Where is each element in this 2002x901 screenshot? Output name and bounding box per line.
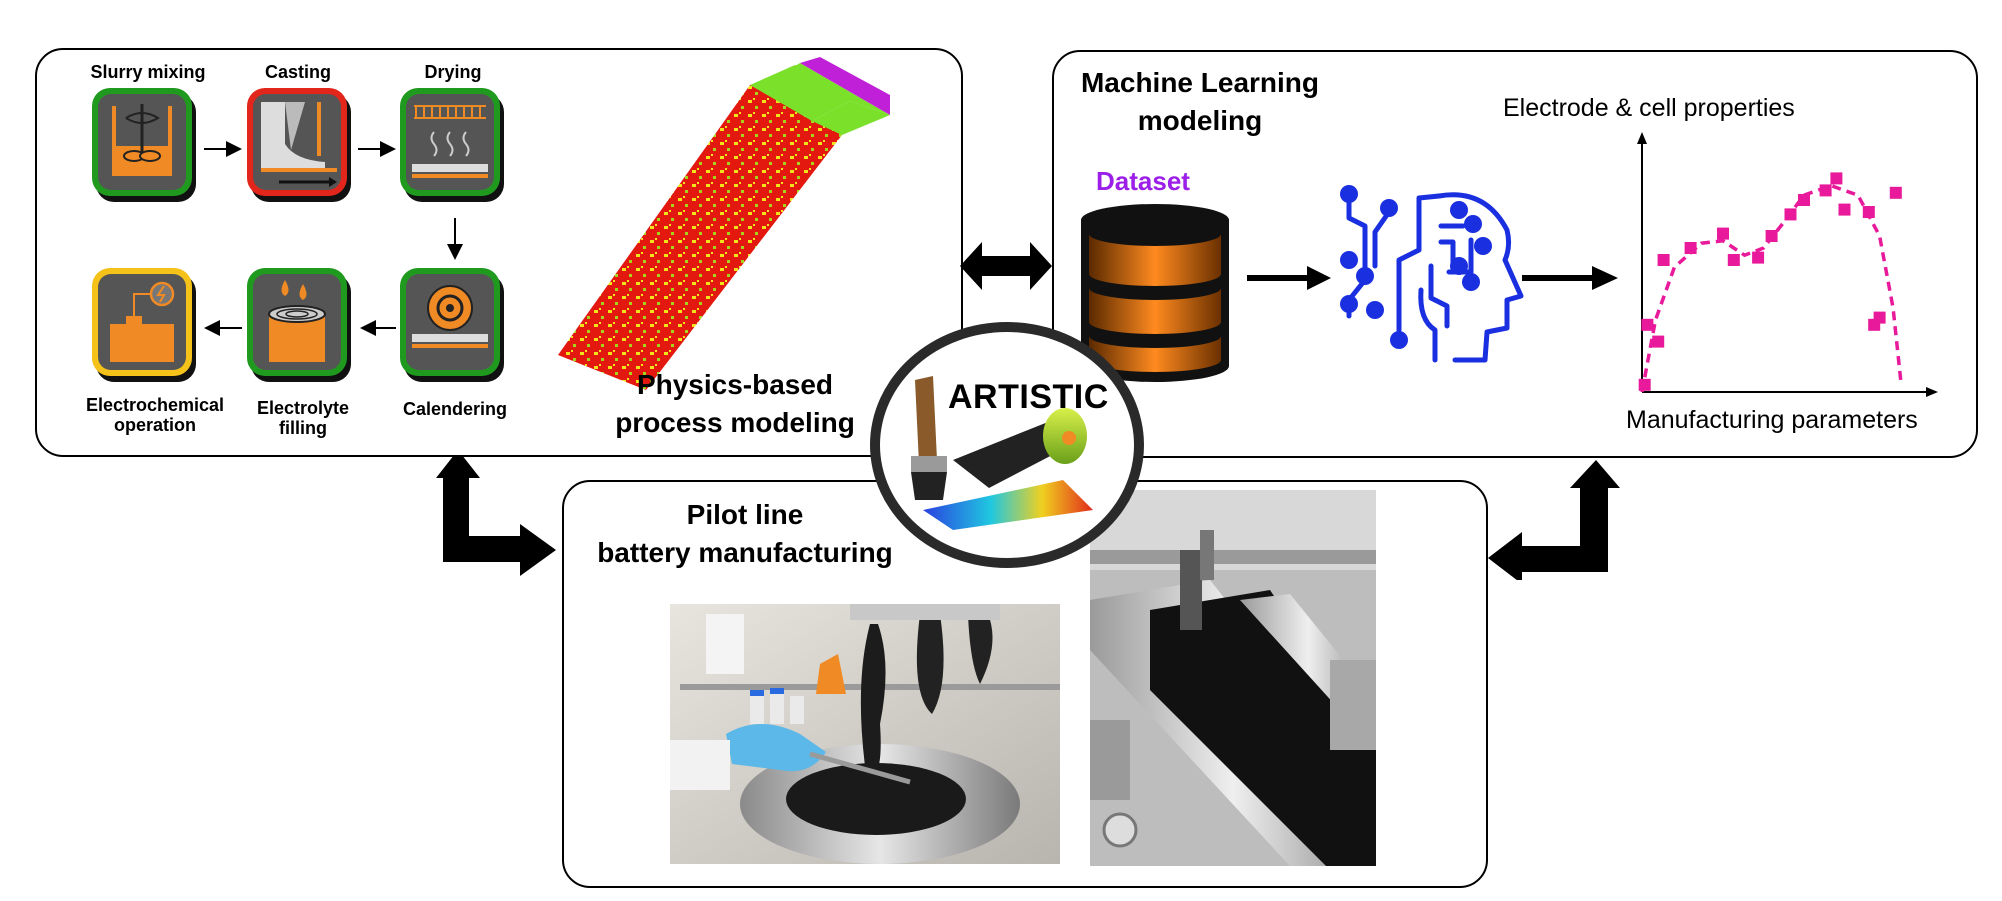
- ml-title-line1: Machine Learning: [1080, 67, 1320, 98]
- data-point-3: [1657, 254, 1670, 266]
- chart-x-axis-label: Manufacturing parameters: [1626, 406, 1918, 434]
- properties-scatter-chart: [1637, 132, 1938, 397]
- physics-title-line1: Physics-based: [636, 369, 834, 400]
- data-point-10: [1798, 194, 1810, 206]
- electrochem-line1: Electrochemical: [85, 395, 225, 415]
- electrochemical-operation-icon: [90, 264, 200, 384]
- drying-icon: [398, 84, 508, 204]
- data-point-14: [1862, 206, 1875, 218]
- step-label-slurry-mixing: Slurry mixing: [90, 62, 206, 82]
- pilot-panel-title: Pilot line battery manufacturing: [580, 496, 910, 572]
- data-point-12: [1830, 172, 1843, 185]
- data-point-17: [1889, 186, 1902, 199]
- physics-panel-title: Physics-based process modeling: [600, 366, 870, 442]
- data-point-13: [1838, 203, 1851, 216]
- data-point-1: [1641, 318, 1654, 331]
- data-point-8: [1765, 230, 1778, 242]
- chart-y-axis-label: Electrode & cell properties: [1503, 94, 1795, 122]
- ml-panel-title: Machine Learning modeling: [1060, 64, 1340, 140]
- data-point-16: [1873, 311, 1886, 324]
- data-point-9: [1784, 208, 1797, 221]
- data-point-5: [1717, 227, 1729, 240]
- electrolyte-line1: Electrolyte: [256, 398, 350, 418]
- ai-brain-icon: [1340, 185, 1524, 363]
- trend-line: [1640, 183, 1903, 393]
- coating-machine-photo: [1090, 490, 1376, 866]
- arrow-dataset-to-ai: [1247, 266, 1331, 290]
- arrow-pilot-ml: [1488, 460, 1620, 580]
- x-axis-arrowhead: [1926, 387, 1938, 397]
- step-label-casting: Casting: [264, 62, 331, 82]
- electrode-microstructure-image: [558, 57, 890, 390]
- electrochem-line2: operation: [113, 415, 196, 435]
- step-label-calendering: Calendering: [402, 399, 508, 419]
- step-label-electrolyte-filling: Electrolyte filling: [238, 398, 368, 438]
- electrolyte-filling-icon: [245, 264, 355, 384]
- process-flow-arrows: [204, 141, 463, 336]
- electrolyte-line2: filling: [279, 418, 327, 438]
- data-point-0: [1638, 378, 1651, 391]
- step-label-drying: Drying: [424, 62, 482, 82]
- arrow-physics-pilot: [436, 456, 556, 576]
- dataset-label: Dataset: [1096, 166, 1190, 196]
- slurry-mixing-photo: [670, 604, 1060, 864]
- pilot-title-line2: battery manufacturing: [597, 537, 893, 568]
- data-point-2: [1652, 335, 1665, 348]
- slurry-mixing-icon: [90, 84, 200, 204]
- logo-text: ARTISTIC: [948, 378, 1109, 416]
- data-point-11: [1819, 184, 1832, 197]
- data-point-4: [1684, 242, 1697, 254]
- calendering-icon: [398, 264, 508, 384]
- physics-title-line2: process modeling: [615, 407, 855, 438]
- ml-title-line2: modeling: [1137, 105, 1263, 136]
- casting-icon: [245, 84, 355, 204]
- pilot-title-line1: Pilot line: [686, 499, 804, 530]
- paintbrush-roller-icon: [911, 376, 1093, 530]
- arrow-ai-to-chart: [1522, 266, 1618, 290]
- data-point-7: [1752, 251, 1765, 264]
- database-icon: [1081, 204, 1229, 382]
- step-label-electrochemical-operation: Electrochemical operation: [75, 395, 235, 435]
- data-point-6: [1727, 254, 1740, 266]
- arrow-physics-ml-bidirectional: [960, 242, 1052, 290]
- y-axis-arrowhead: [1637, 132, 1647, 144]
